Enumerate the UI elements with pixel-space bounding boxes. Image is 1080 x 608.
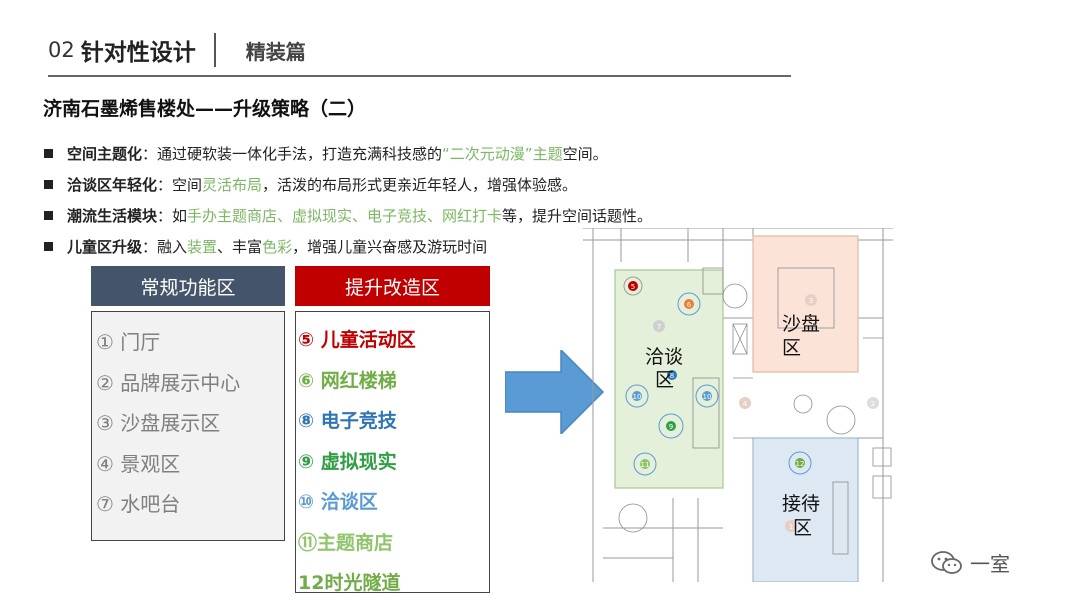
bullet-text: 空间。 <box>562 145 608 163</box>
bullet-item: 洽谈区年轻化 ：空间 灵活布局 ，活泼的布局形式更亲近年轻人，增强体验感。 <box>44 169 784 200</box>
marker-label: 11 <box>641 461 650 469</box>
bullet-highlight: 色彩 <box>262 238 293 256</box>
upgrade-zone-item: 12时光隧道 <box>298 572 401 594</box>
bullet-item: 空间主题化 ：通过硬软装一体化手法，打造充满科技感的 “二次元动漫”主题 空间。 <box>44 138 784 169</box>
bullet-square-icon <box>44 180 53 189</box>
header-divider <box>213 33 216 67</box>
wechat-icon <box>931 550 962 574</box>
bullet-list: 空间主题化 ：通过硬软装一体化手法，打造充满科技感的 “二次元动漫”主题 空间。… <box>44 138 784 262</box>
header-rule <box>48 75 791 77</box>
bullet-text: ，增强儿童兴奋感及游玩时间 <box>292 238 488 256</box>
marker-label: 4 <box>743 400 748 408</box>
plan-zone-labels: 洽谈 区 沙盘 区 接待 区 <box>645 313 820 539</box>
upgrade-zone-list: ⑤ 儿童活动区 ⑥ 网红楼梯 ⑧ 电子竞技 ⑨ 虚拟现实 ⑩ 洽谈区 ⑪主题商店… <box>295 311 490 594</box>
negotiation-label: 洽谈 <box>645 346 683 368</box>
bullet-highlight: 灵活布局 <box>202 176 263 194</box>
watermark: 一室 <box>930 548 1010 577</box>
upgrade-zone-item: ⑧ 电子竞技 <box>298 410 397 432</box>
reception-zone <box>752 437 859 582</box>
regular-zone-item: ⑦ 水吧台 <box>96 492 181 516</box>
regular-zone-list: ① 门厅 ② 品牌展示中心 ③ 沙盘展示区 ④ 景观区 ⑦ 水吧台 <box>91 311 285 541</box>
floor-plan: 5 6 7 8 9 10 10 11 12 4 3 2 1 洽谈 <box>583 228 893 582</box>
bullet-label: 空间主题化 <box>67 145 143 163</box>
bullet-label: 儿童区升级 <box>67 238 143 256</box>
bullet-text: ：空间 <box>157 176 203 194</box>
bullet-text: 等，提升空间话题性。 <box>502 207 653 225</box>
bullet-text: ：如 <box>157 207 188 225</box>
marker-label: 6 <box>687 301 692 309</box>
marker-label: 1 <box>789 523 793 531</box>
bullet-text: ：通过硬软装一体化手法，打造充满科技感的 <box>142 145 443 163</box>
marker-label: 8 <box>670 372 674 380</box>
sandtable-label: 沙盘 <box>782 313 820 335</box>
sandtable-zone <box>752 235 859 373</box>
marker-label: 2 <box>871 400 875 408</box>
marker-label: 5 <box>631 283 635 291</box>
regular-zone-item: ③ 沙盘展示区 <box>96 411 221 435</box>
upgrade-zone-item: ⑨ 虚拟现实 <box>298 450 397 473</box>
bullet-highlight: 装置 <box>187 238 218 256</box>
regular-zone-header: 常规功能区 <box>91 266 285 306</box>
bullet-highlight: 手办主题商店、虚拟现实、电子竞技、网红打卡 <box>187 207 503 225</box>
bullet-square-icon <box>44 242 53 251</box>
bullet-text: 、丰富 <box>217 238 263 256</box>
marker-label: 12 <box>796 460 805 468</box>
bullet-item: 儿童区升级 ：融入 装置 、丰富 色彩 ，增强儿童兴奋感及游玩时间 <box>44 231 784 262</box>
plan-markers: 5 6 7 8 9 10 10 11 12 4 3 2 1 <box>623 276 879 532</box>
bullet-highlight: “二次元动漫”主题 <box>442 145 563 163</box>
marker-label: 7 <box>657 323 661 331</box>
marker-label: 9 <box>669 423 673 431</box>
reception-label: 接待 <box>782 493 820 515</box>
bullet-label: 潮流生活模块 <box>67 207 158 225</box>
marker-label: 10 <box>633 393 642 401</box>
watermark-text: 一室 <box>970 552 1010 576</box>
section-header: 02 针对性设计 精装篇 <box>48 30 306 70</box>
bullet-label: 洽谈区年轻化 <box>67 176 158 194</box>
marker-label: 3 <box>809 297 813 305</box>
regular-zone-item: ① 门厅 <box>96 330 161 354</box>
reception-label: 区 <box>793 517 812 539</box>
upgrade-zone-item: ⑪主题商店 <box>298 531 394 554</box>
sandtable-label: 区 <box>782 337 801 359</box>
bullet-item: 潮流生活模块 ：如 手办主题商店、虚拟现实、电子竞技、网红打卡 等，提升空间话题… <box>44 200 784 231</box>
bullet-text: ：融入 <box>142 238 188 256</box>
marker-label: 10 <box>703 393 712 401</box>
upgrade-zone-item: ⑤ 儿童活动区 <box>298 329 416 351</box>
section-number: 02 <box>48 38 75 62</box>
bullet-square-icon <box>44 211 53 220</box>
section-title: 针对性设计 <box>80 40 196 66</box>
upgrade-zone-header: 提升改造区 <box>295 266 490 306</box>
page-title: 济南石墨烯售楼处——升级策略（二） <box>43 98 367 120</box>
bullet-text: ，活泼的布局形式更亲近年轻人，增强体验感。 <box>262 176 578 194</box>
upgrade-zone-item: ⑩ 洽谈区 <box>298 491 378 513</box>
bullet-square-icon <box>44 149 53 158</box>
subsection-title: 精装篇 <box>245 39 306 64</box>
regular-zone-item: ④ 景观区 <box>96 451 181 476</box>
regular-zone-item: ② 品牌展示中心 <box>96 370 241 395</box>
negotiation-label: 区 <box>655 369 674 391</box>
plan-furniture <box>618 267 892 555</box>
right-arrow-icon <box>505 350 605 434</box>
upgrade-zone-item: ⑥ 网红楼梯 <box>298 369 397 392</box>
